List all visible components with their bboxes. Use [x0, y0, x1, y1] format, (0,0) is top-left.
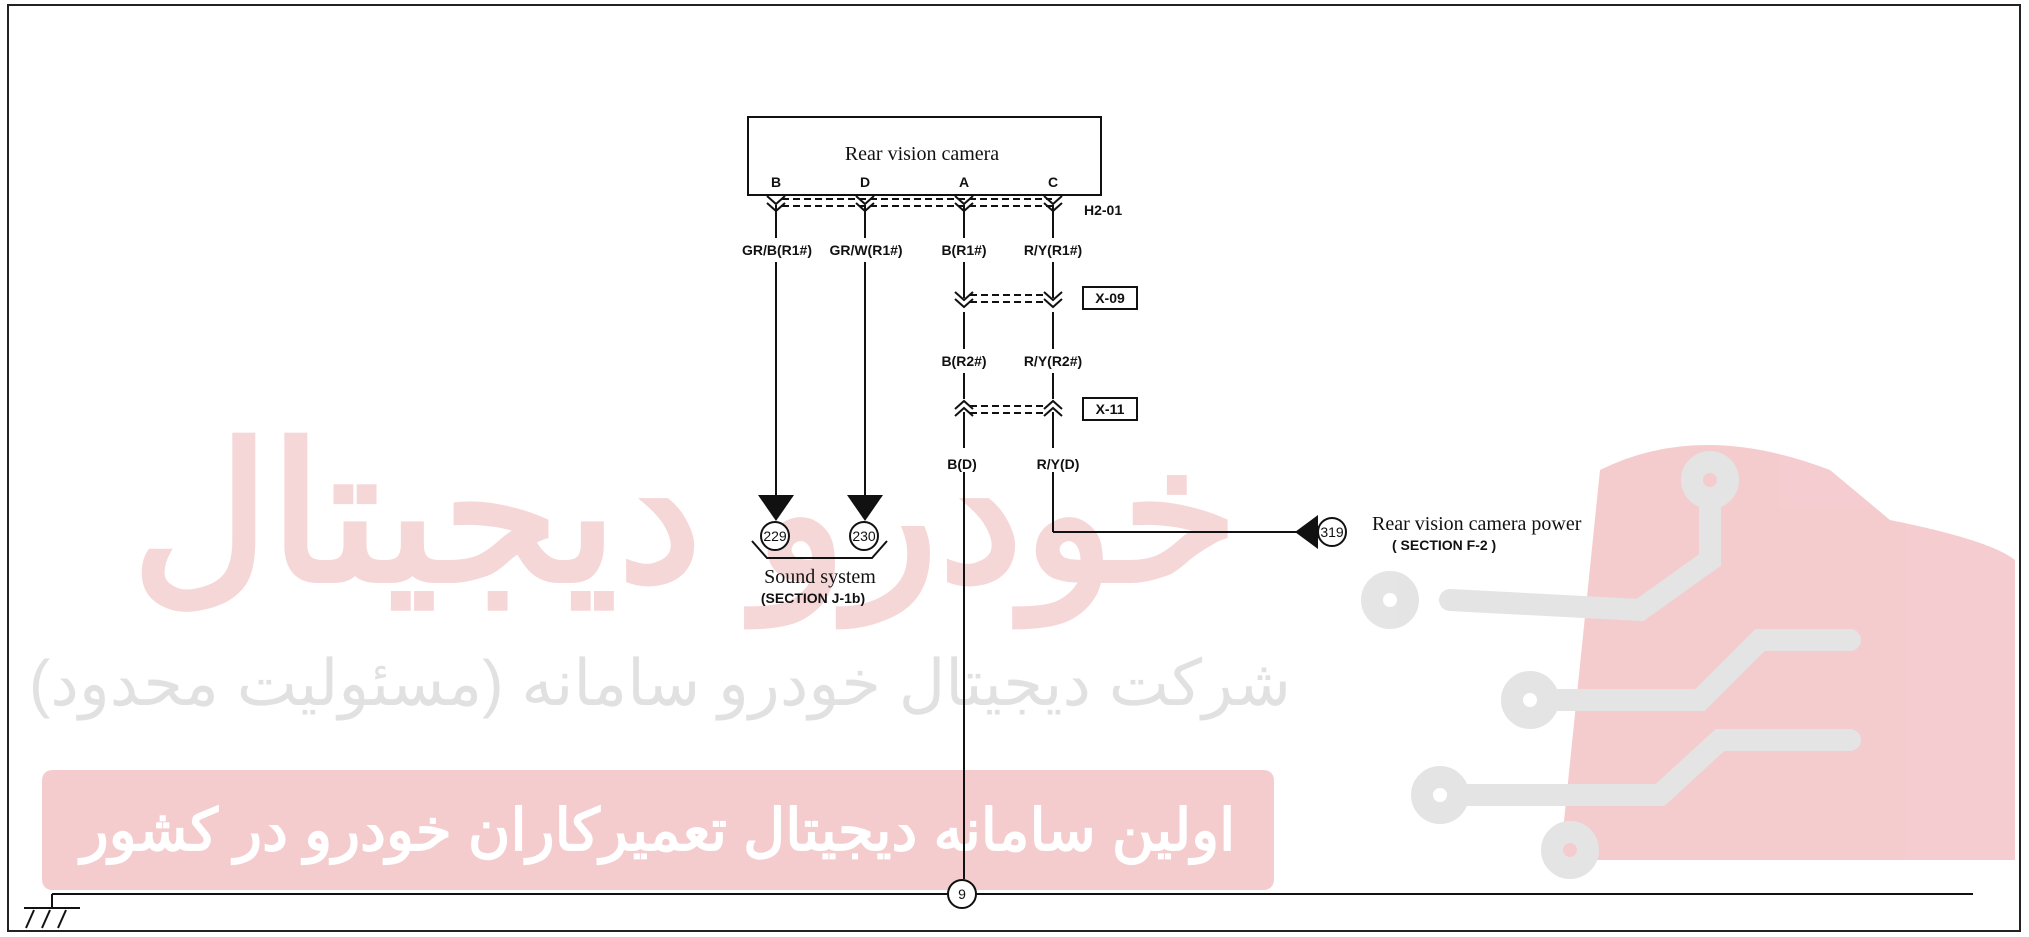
- watermark-brand: خودرو دیجیتال: [131, 409, 1238, 630]
- reference-230[interactable]: 230: [849, 521, 879, 551]
- camera-component-box: [747, 116, 1102, 196]
- power-title: Rear vision camera power: [1372, 513, 1582, 535]
- watermark-company-line: شرکت دیجیتال خودرو سامانه (مسئولیت محدود…: [29, 647, 1291, 721]
- pin-label-c: C: [1048, 174, 1058, 190]
- reference-229-circle: [760, 521, 790, 551]
- connector-h2-01-label: H2-01: [1084, 202, 1122, 218]
- sound-system-section: (SECTION J-1b): [761, 590, 865, 606]
- wire-label-pin-c-r2: R/Y(R2#): [1024, 353, 1082, 369]
- reference-229-label: 229: [763, 528, 787, 544]
- reference-319-label: 319: [1320, 524, 1344, 540]
- reference-319[interactable]: 319: [1317, 517, 1347, 547]
- connector-x-11-box: [1082, 397, 1138, 421]
- arrow-to-power-319: [1295, 515, 1318, 549]
- reference-319-circle: [1317, 517, 1347, 547]
- ground-reference-9-circle: [947, 879, 977, 909]
- camera-component-label: Rear vision camera: [845, 143, 999, 165]
- arrow-to-sound-230: [847, 495, 883, 521]
- connector-h2-01: [766, 195, 1063, 213]
- watermark-banner: [42, 770, 1274, 890]
- sound-system-title: Sound system: [764, 566, 876, 588]
- reference-230-circle: [849, 521, 879, 551]
- ground-bus: [24, 893, 1973, 929]
- watermark-slogan: اولین سامانه دیجیتال تعمیرکاران خودرو در…: [77, 798, 1236, 866]
- pin-label-a: A: [959, 174, 969, 190]
- connector-x-11-label: X-11: [1096, 401, 1125, 417]
- connector-x-09: [954, 291, 1063, 309]
- connector-x-11: [954, 399, 1063, 417]
- ground-reference-9-label: 9: [958, 886, 966, 902]
- wire-lines: [775, 205, 1312, 879]
- wire-label-pin-c-r1: R/Y(R1#): [1024, 242, 1082, 258]
- pin-label-d: D: [860, 174, 870, 190]
- pin-label-b: B: [771, 174, 781, 190]
- connector-x-09-box: [1082, 286, 1138, 310]
- wire-label-pin-c-d: R/Y(D): [1037, 456, 1080, 472]
- watermark-circuit-icon: [1361, 451, 1861, 879]
- diagram-frame: [7, 4, 2021, 932]
- watermark-car-shape: [1560, 445, 2015, 860]
- reference-229[interactable]: 229: [760, 521, 790, 551]
- wire-label-pin-a-d: B(D): [947, 456, 977, 472]
- wire-label-pin-b: GR/B(R1#): [742, 242, 812, 258]
- arrow-to-sound-229: [758, 495, 794, 521]
- wire-label-pin-d: GR/W(R1#): [829, 242, 902, 258]
- power-section: ( SECTION F-2 ): [1392, 537, 1496, 553]
- sound-system-bracket: [751, 540, 888, 559]
- watermark: خودرو دیجیتال شرکت دیجیتال خودرو سامانه …: [29, 409, 2015, 890]
- wire-label-pin-a-r1: B(R1#): [941, 242, 986, 258]
- ground-reference-9[interactable]: 9: [947, 879, 977, 909]
- reference-230-label: 230: [852, 528, 876, 544]
- wire-label-pin-a-r2: B(R2#): [941, 353, 986, 369]
- connector-x-09-label: X-09: [1095, 290, 1125, 306]
